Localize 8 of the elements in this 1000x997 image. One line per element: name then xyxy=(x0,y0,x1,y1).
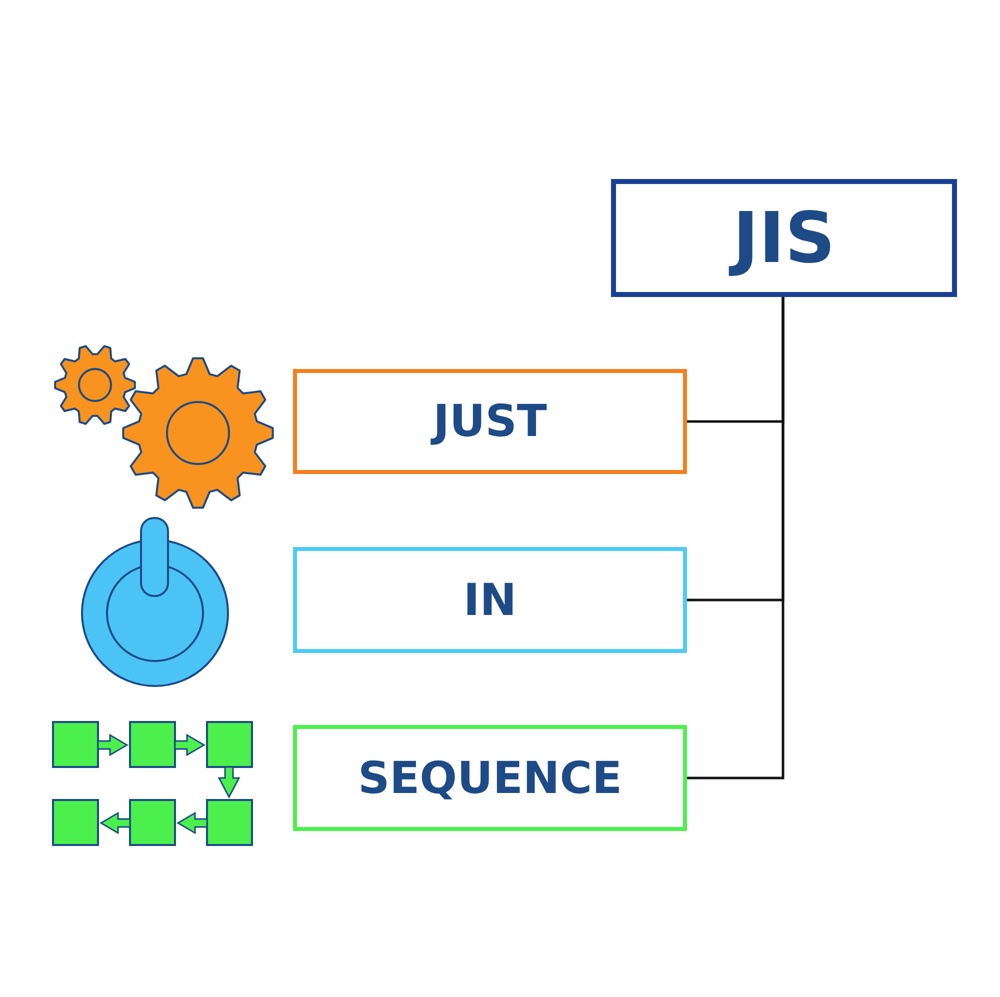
term-text: IN xyxy=(463,574,517,626)
term-text: SEQUENCE xyxy=(358,752,622,804)
connector-line xyxy=(687,297,784,780)
term-box xyxy=(293,547,687,653)
term-box xyxy=(293,369,687,474)
title-box xyxy=(611,179,957,297)
term-text: JUST xyxy=(433,396,547,447)
term-box xyxy=(293,725,687,831)
